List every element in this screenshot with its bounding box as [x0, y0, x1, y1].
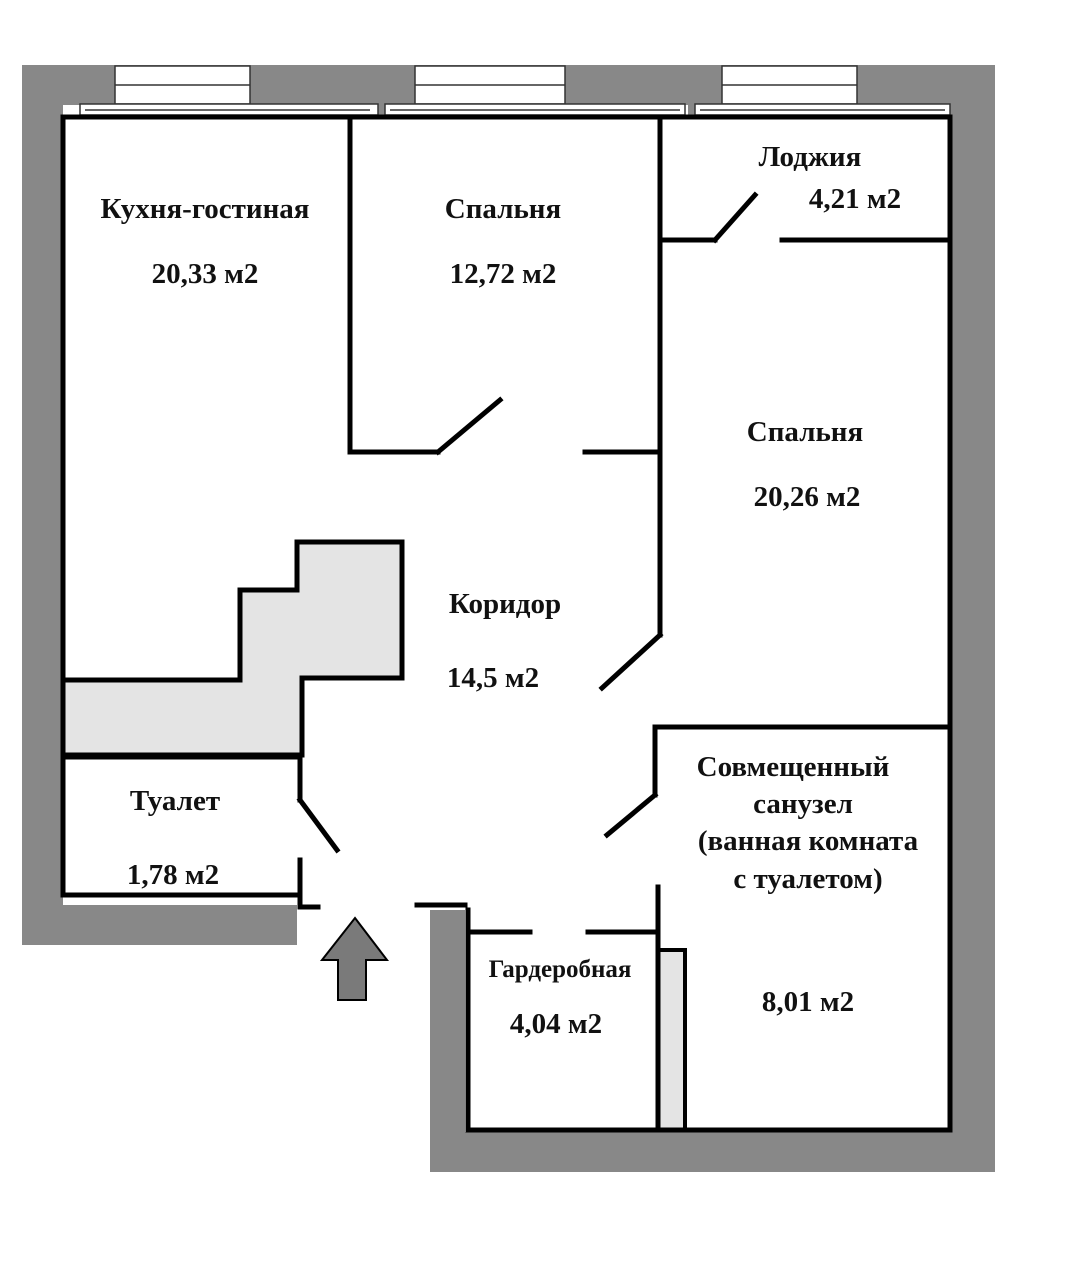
- room-name-bedroom2: Спальня: [747, 416, 863, 448]
- wardrobe-niche: [656, 948, 687, 1132]
- room-area-bathroom: 8,01 м2: [762, 986, 854, 1018]
- room-area-kitchen: 20,33 м2: [152, 258, 259, 290]
- room-name-bathroom-line4: с туалетом): [733, 863, 882, 895]
- room-name-bathroom-line1: Совмещенный: [697, 751, 890, 783]
- room-area-bedroom2: 20,26 м2: [754, 481, 861, 513]
- room-area-loggia: 4,21 м2: [809, 183, 901, 215]
- room-area-bedroom1: 12,72 м2: [450, 258, 557, 290]
- room-name-toilet: Туалет: [130, 785, 220, 817]
- inner-walls: [60, 114, 953, 1133]
- windows: [79, 65, 951, 116]
- room-name-loggia: Лоджия: [759, 141, 862, 173]
- room-area-toilet: 1,78 м2: [127, 859, 219, 891]
- room-name-bathroom-line3: (ванная комната: [698, 825, 919, 857]
- room-name-bedroom1: Спальня: [445, 193, 561, 225]
- room-name-corridor: Коридор: [449, 588, 561, 620]
- room-area-wardrobe: 4,04 м2: [510, 1008, 602, 1040]
- room-area-corridor: 14,5 м2: [447, 662, 539, 694]
- arrow-up-icon: [319, 916, 390, 1001]
- room-name-bathroom-line2: санузел: [753, 788, 853, 820]
- room-name-wardrobe: Гардеробная: [489, 956, 632, 983]
- room-name-kitchen: Кухня-гостиная: [100, 193, 309, 225]
